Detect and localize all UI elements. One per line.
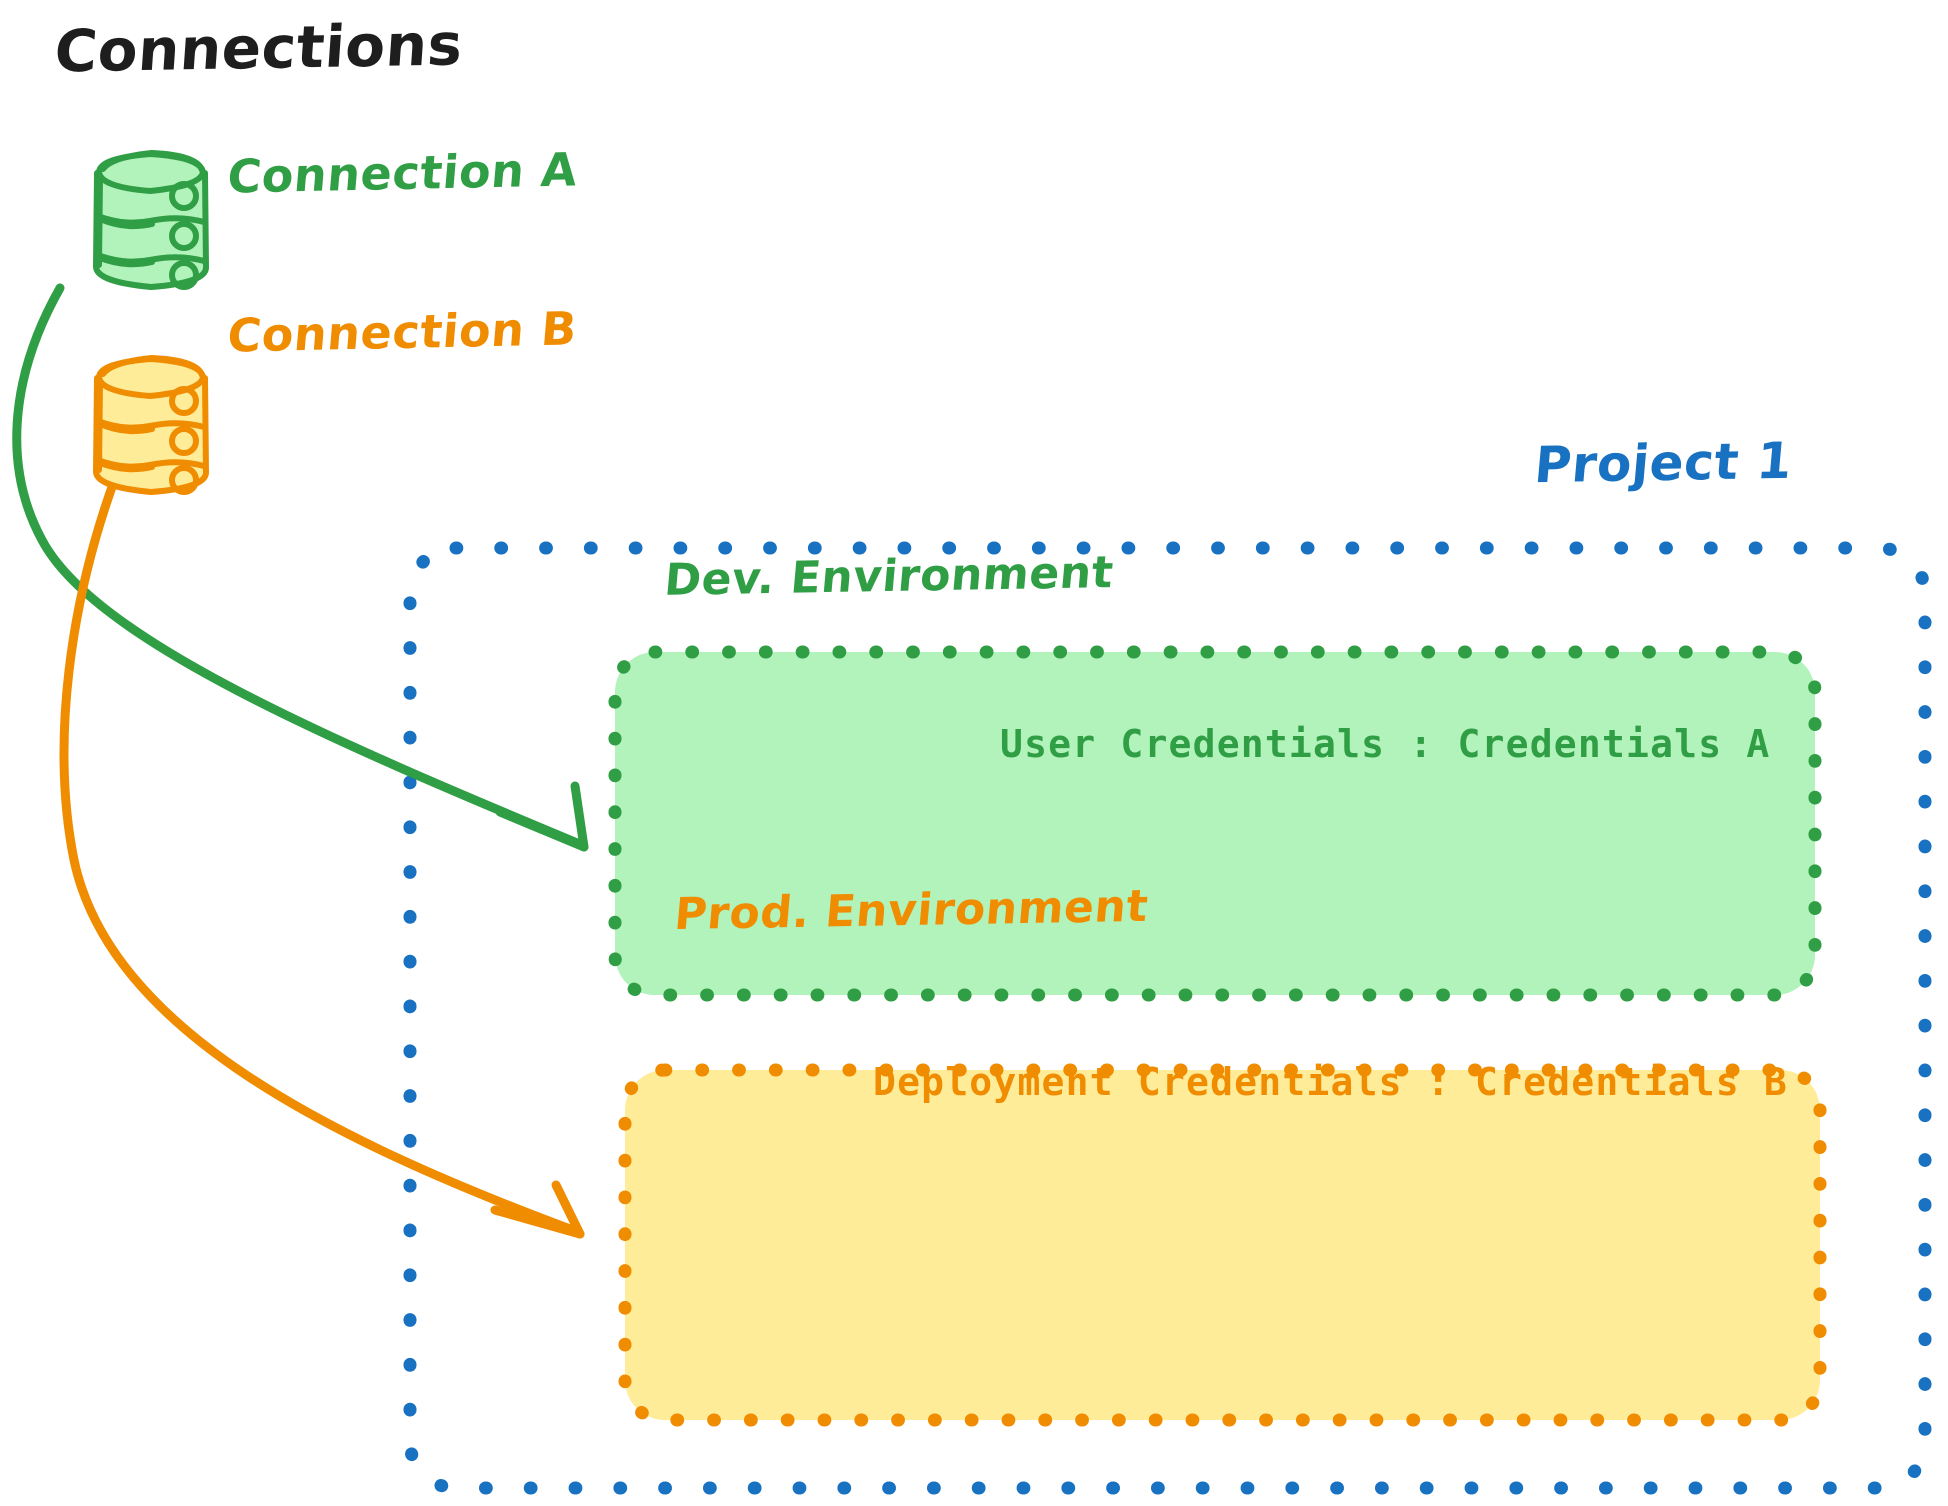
prod-environment-title: Prod. Environment: [672, 880, 1151, 941]
project-container[interactable]: [403, 541, 1932, 1495]
arrow-connection-b-to-prod-environment: [59, 482, 585, 1239]
dev-environment-title: Dev. Environment: [662, 547, 1116, 606]
prod-environment-border: [618, 1063, 1827, 1427]
connection-b-label: Connection B: [225, 301, 580, 363]
project-container-border: [403, 541, 1932, 1495]
prod-environment-credentials: Deployment Credentials : Credentials B: [873, 1060, 1788, 1104]
prod-environment-fill: [625, 1070, 1820, 1420]
dev-environment-fill: [615, 652, 1815, 995]
arrow-connection-a-to-dev-environment: [12, 283, 589, 852]
connection-b-database-icon[interactable]: [93, 355, 209, 495]
page-title: Connections: [52, 10, 466, 86]
connection-a-label: Connection A: [225, 142, 580, 204]
dev-environment-box[interactable]: [608, 645, 1822, 1002]
connection-a-database-icon[interactable]: [93, 150, 209, 290]
dev-environment-credentials: User Credentials : Credentials A: [1000, 722, 1771, 766]
prod-environment-box[interactable]: [618, 1063, 1827, 1427]
project-label: Project 1: [1532, 431, 1795, 495]
